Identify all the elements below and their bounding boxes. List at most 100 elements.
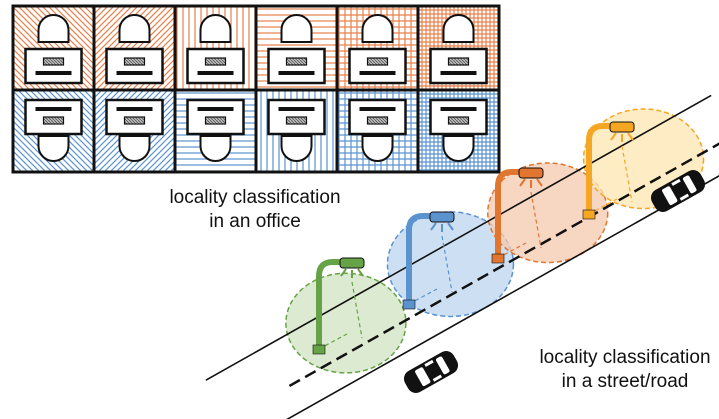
light-beam <box>530 191 542 249</box>
laptop-icon <box>42 116 65 125</box>
light-ray <box>519 178 526 187</box>
light-ray <box>627 132 634 141</box>
street-lamp-green <box>312 257 365 355</box>
car-side-window <box>671 178 681 186</box>
road-caption-line-1: locality classification <box>539 347 711 368</box>
coverage-area-lamp-blue <box>386 211 515 318</box>
office-caption: locality classification in an office <box>140 186 370 234</box>
desk <box>24 47 83 85</box>
chair-icon <box>442 135 475 162</box>
lamp-base <box>402 299 416 310</box>
light-ray <box>610 132 617 141</box>
street-lamp-blue <box>402 211 455 310</box>
road-caption: locality classification in a street/road <box>520 346 719 394</box>
laptop-icon <box>123 116 146 125</box>
desk-cell-bottom-3 <box>173 88 258 174</box>
desk-cell-bottom-5 <box>335 88 420 174</box>
lamp-base <box>582 209 596 220</box>
lamp-pole <box>316 259 346 349</box>
car-rear-window <box>436 356 450 375</box>
desk-cell-top-2 <box>92 4 177 92</box>
light-ray <box>340 268 347 277</box>
car-upper <box>650 170 706 212</box>
desk <box>348 47 407 85</box>
laptop-icon <box>366 57 389 66</box>
desk <box>429 47 488 85</box>
car-rear-window <box>683 175 697 194</box>
chair-icon <box>361 135 394 162</box>
light-beam <box>351 281 363 339</box>
street-scene <box>205 94 719 419</box>
light-beam <box>441 235 453 293</box>
lamp-head-icon <box>429 211 455 223</box>
keyboard-icon <box>116 107 153 111</box>
desk <box>186 47 245 85</box>
car-body-icon <box>403 351 459 393</box>
road-edge-upper <box>205 94 712 381</box>
desk-cell-top-6 <box>416 4 501 92</box>
street-lamp-orange <box>491 167 544 264</box>
desk-cell-bottom-6 <box>416 88 501 174</box>
keyboard-icon <box>197 71 234 75</box>
desk <box>24 98 83 136</box>
road-caption-line-2: in a street/road <box>561 371 689 392</box>
keyboard-icon <box>440 107 477 111</box>
laptop-icon <box>366 116 389 125</box>
laptop-icon <box>42 57 65 66</box>
chair-icon <box>442 14 475 43</box>
keyboard-icon <box>440 71 477 75</box>
lamp-base <box>312 344 326 355</box>
laptop-icon <box>285 116 308 125</box>
chair-icon <box>118 14 151 43</box>
lamp-base <box>491 253 505 264</box>
lamp-head-icon <box>518 167 544 179</box>
laptop-icon <box>447 116 470 125</box>
desk <box>105 47 164 85</box>
lamp-pole <box>495 169 525 258</box>
office-caption-line-2: in an office <box>209 211 301 232</box>
car-lower <box>403 351 459 393</box>
light-beam <box>408 288 438 305</box>
keyboard-icon <box>35 107 72 111</box>
coverage-area-lamp-green <box>285 272 407 374</box>
desk <box>105 98 164 136</box>
keyboard-icon <box>278 71 315 75</box>
light-ray <box>536 178 543 187</box>
desk <box>267 47 326 85</box>
car-side-window <box>424 359 434 367</box>
car-side-window <box>432 374 443 382</box>
light-beam <box>318 333 348 350</box>
laptop-icon <box>123 57 146 66</box>
light-ray <box>430 222 437 231</box>
car-windshield <box>415 367 431 386</box>
laptop-icon <box>204 116 227 125</box>
chair-icon <box>37 135 70 162</box>
desk-cell-bottom-1 <box>11 88 96 174</box>
keyboard-icon <box>359 71 396 75</box>
lamp-pole <box>406 213 436 304</box>
keyboard-icon <box>359 107 396 111</box>
keyboard-icon <box>35 71 72 75</box>
light-beam <box>588 198 618 215</box>
lamp-pole <box>586 123 616 214</box>
lamp-head-icon <box>339 257 365 269</box>
desk-cell-top-3 <box>173 4 258 92</box>
car-windshield <box>662 186 678 205</box>
laptop-icon <box>204 57 227 66</box>
desk-cell-top-4 <box>254 4 339 92</box>
desk-cell-bottom-4 <box>254 88 339 174</box>
road-center-line <box>288 142 719 387</box>
lamp-head-icon <box>609 121 635 133</box>
light-beam <box>497 242 527 259</box>
light-ray <box>357 268 364 277</box>
coverage-area-lamp-orange <box>486 162 609 264</box>
office-caption-line-1: locality classification <box>169 187 341 208</box>
car-side-window <box>679 193 690 201</box>
chair-icon <box>280 135 313 162</box>
laptop-icon <box>285 57 308 66</box>
chair-icon <box>118 135 151 162</box>
laptop-icon <box>447 57 470 66</box>
street-lamp-yellow <box>582 121 635 220</box>
keyboard-icon <box>116 71 153 75</box>
